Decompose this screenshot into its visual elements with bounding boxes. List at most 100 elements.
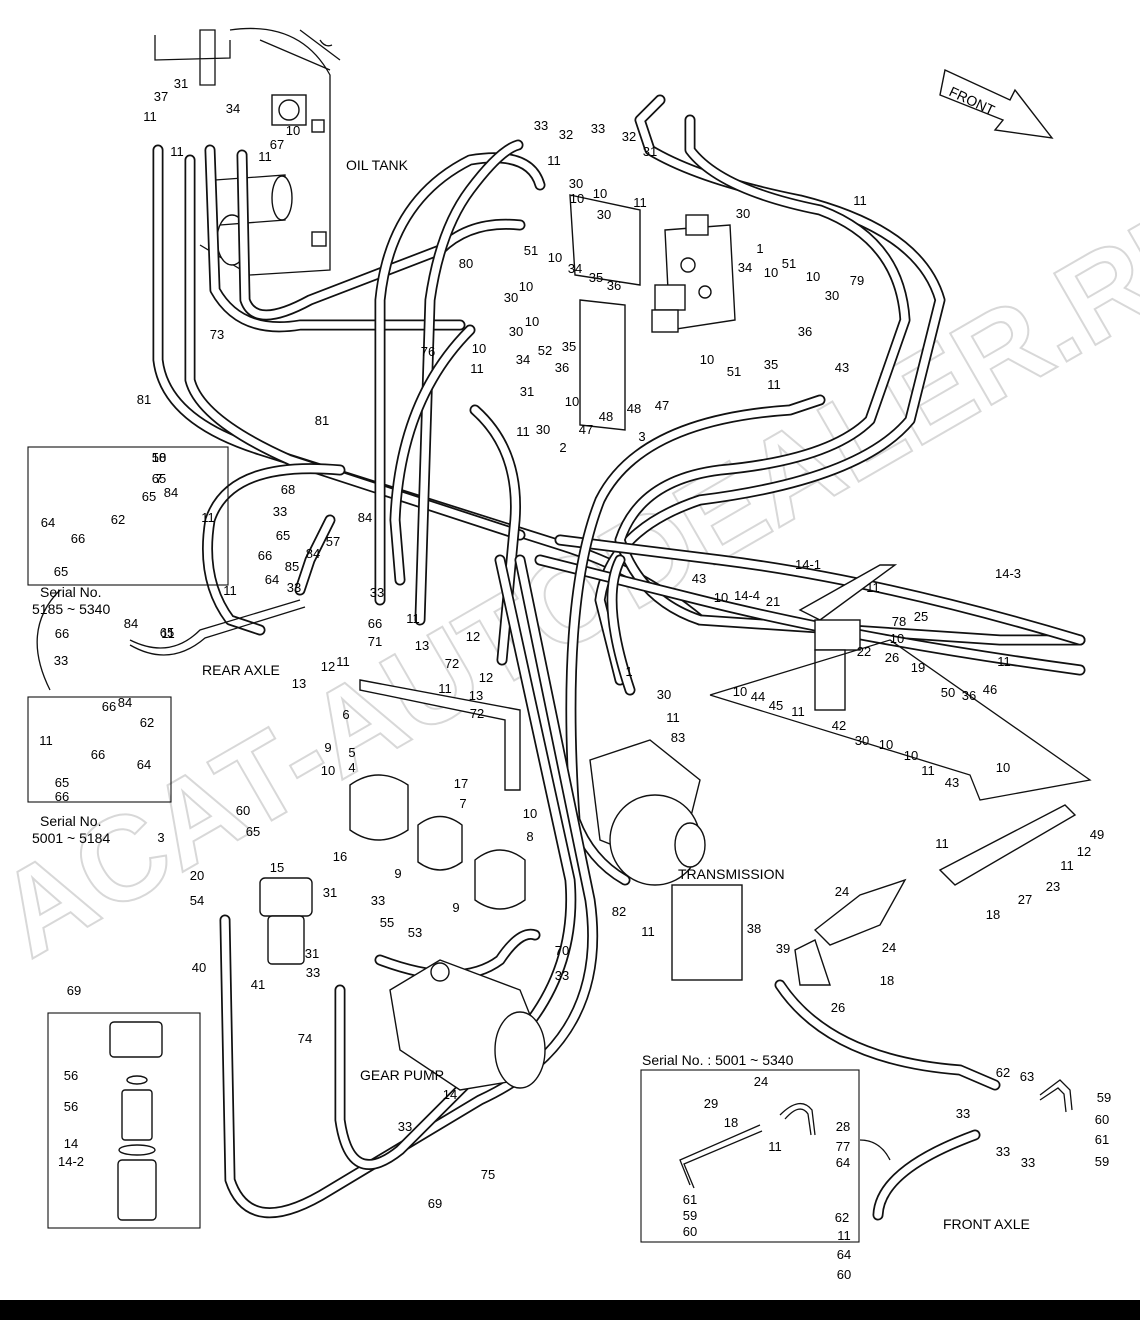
part-callout: 10 <box>152 450 166 465</box>
part-callout: 63 <box>1020 1069 1034 1084</box>
accumulators <box>349 679 526 910</box>
part-callout: 33 <box>273 504 287 519</box>
part-callout: 33 <box>370 585 384 600</box>
part-callout: 10 <box>733 684 747 699</box>
front-arrow-icon <box>939 68 1054 139</box>
label-serial-rear-1a: Serial No. <box>40 584 101 600</box>
part-callout: 30 <box>825 288 839 303</box>
label-serial-rear-2b: 5001 ~ 5184 <box>32 830 110 846</box>
part-callout: 84 <box>124 616 138 631</box>
part-callout: 11 <box>1060 858 1074 873</box>
part-callout: 12 <box>321 659 335 674</box>
part-callout: 64 <box>836 1155 850 1170</box>
part-callout: 49 <box>1090 827 1104 842</box>
part-callout: 11 <box>39 733 53 748</box>
part-callout: 42 <box>832 718 846 733</box>
part-callout: 65 <box>160 625 174 640</box>
part-callout: 3 <box>157 830 164 845</box>
part-callout: 81 <box>315 413 329 428</box>
part-callout: 33 <box>287 580 301 595</box>
part-callout: 84 <box>118 695 132 710</box>
part-callout: 67 <box>270 137 284 152</box>
part-callout: 4 <box>348 760 355 775</box>
part-callout: 48 <box>599 409 613 424</box>
part-callout: 59 <box>683 1208 697 1223</box>
part-callout: 43 <box>835 360 849 375</box>
label-serial-rear-1b: 5185 ~ 5340 <box>32 601 110 617</box>
part-callout: 79 <box>850 273 864 288</box>
section-labels: OIL TANK REAR AXLE TRANSMISSION GEAR PUM… <box>32 83 1030 1232</box>
part-callout: 8 <box>526 829 533 844</box>
part-callout: 26 <box>885 650 899 665</box>
part-callout: 11 <box>161 626 175 641</box>
part-callout: 11 <box>935 836 949 851</box>
part-callout: 65 <box>276 528 290 543</box>
part-callout: 66 <box>368 616 382 631</box>
part-callout: 30 <box>536 422 550 437</box>
part-callout: 11 <box>866 580 880 595</box>
part-callout: 51 <box>727 364 741 379</box>
part-callout: 50 <box>941 685 955 700</box>
part-callout: 43 <box>692 571 706 586</box>
part-callout: 10 <box>525 314 539 329</box>
transmission <box>589 739 743 981</box>
part-callout: 30 <box>855 733 869 748</box>
part-callout: 11 <box>837 1228 851 1243</box>
part-callout: 11 <box>406 611 420 626</box>
part-callout: 65 <box>152 471 166 486</box>
part-callout: 53 <box>408 925 422 940</box>
control-valve <box>569 194 736 431</box>
part-callout: 5 <box>348 745 355 760</box>
part-callout: 66 <box>258 548 272 563</box>
part-callout: 78 <box>892 614 906 629</box>
part-callout: 31 <box>520 384 534 399</box>
brake-valve <box>709 564 1092 986</box>
part-callout: 66 <box>55 789 69 804</box>
part-callout: 28 <box>836 1119 850 1134</box>
part-callout: 74 <box>298 1031 312 1046</box>
part-callout: 51 <box>524 243 538 258</box>
part-callout: 33 <box>371 893 385 908</box>
part-callout: 72 <box>445 656 459 671</box>
part-callout: 36 <box>607 278 621 293</box>
part-callout: 64 <box>837 1247 851 1262</box>
bottom-bar <box>0 1300 1140 1320</box>
part-callout: 30 <box>657 687 671 702</box>
part-callout: 60 <box>837 1267 851 1282</box>
label-oil-tank: OIL TANK <box>346 157 409 173</box>
part-callout: 11 <box>641 924 655 939</box>
part-callout: 66 <box>91 747 105 762</box>
part-callout: 10 <box>519 279 533 294</box>
pointer-arc-front <box>859 1139 891 1161</box>
part-callout: 11 <box>997 654 1011 669</box>
part-callout: 19 <box>911 660 925 675</box>
part-callout: 70 <box>555 943 569 958</box>
part-callout: 21 <box>766 594 780 609</box>
part-callout: 38 <box>747 921 761 936</box>
part-callout: 30 <box>597 207 611 222</box>
part-callout: 11 <box>791 704 805 719</box>
part-callout: 47 <box>655 398 669 413</box>
part-callout: 17 <box>454 776 468 791</box>
part-callout: 11 <box>853 193 867 208</box>
part-callout: 10 <box>565 394 579 409</box>
part-callout: 33 <box>555 968 569 983</box>
part-callout: 35 <box>562 339 576 354</box>
part-callout: 34 <box>568 261 582 276</box>
part-callout: 65 <box>55 775 69 790</box>
part-callout: 60 <box>683 1224 697 1239</box>
part-callout: 83 <box>671 730 685 745</box>
part-callout: 75 <box>481 1167 495 1182</box>
part-callout: 48 <box>627 401 641 416</box>
part-callout: 27 <box>1018 892 1032 907</box>
label-serial-rear-2a: Serial No. <box>40 813 101 829</box>
part-callout: 62 <box>111 512 125 527</box>
part-callout: 11 <box>336 654 350 669</box>
part-callout: 66 <box>55 626 69 641</box>
part-callout: 36 <box>555 360 569 375</box>
part-callout: 10 <box>764 265 778 280</box>
part-callout: 45 <box>769 698 783 713</box>
part-callout: 65 <box>54 564 68 579</box>
tubes <box>129 599 1073 1189</box>
